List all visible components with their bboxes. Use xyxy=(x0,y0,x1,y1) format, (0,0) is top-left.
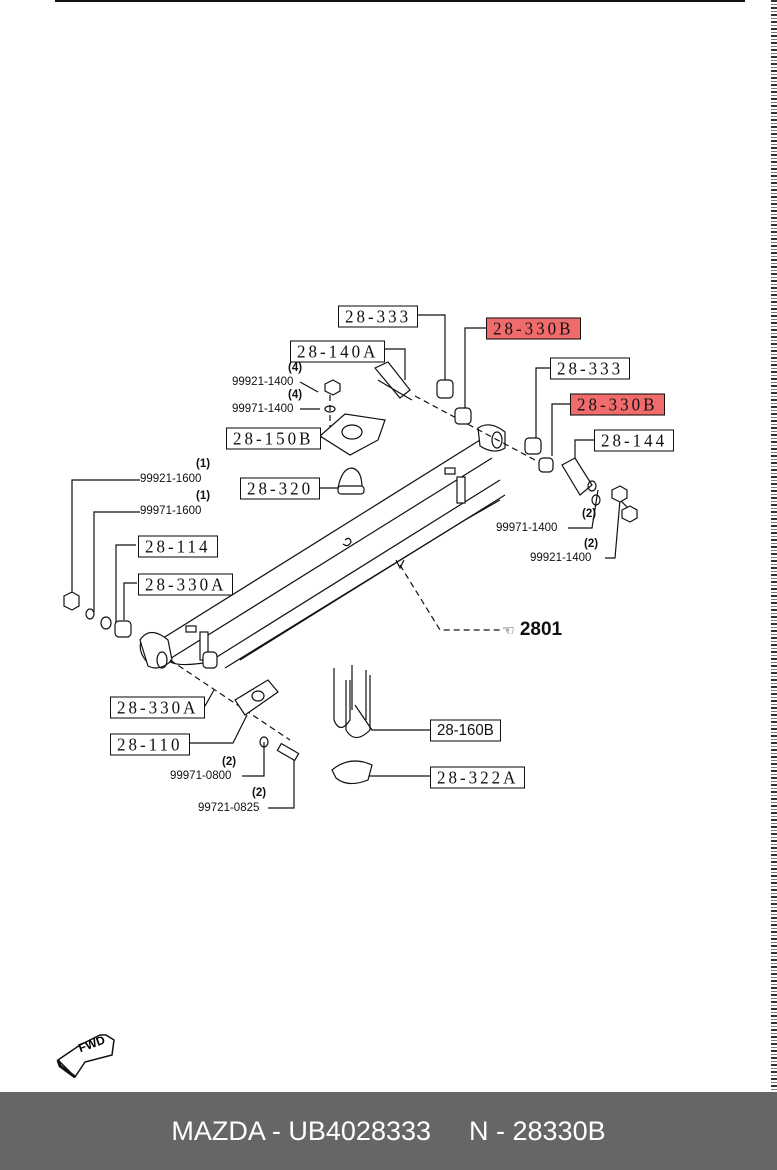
diagram-lineart xyxy=(56,314,638,1079)
hand-pointer-icon: ☜ xyxy=(502,622,515,638)
hardware-part-number[interactable]: 99971-1400 xyxy=(232,403,294,415)
callout-28-333[interactable]: 28-333 xyxy=(338,305,419,328)
leaf-spring xyxy=(139,424,506,669)
hardware-shapes xyxy=(63,361,638,785)
assembly-reference-number: 2801 xyxy=(519,619,563,640)
qty-label: (2) xyxy=(584,538,599,550)
hardware-part-number[interactable]: 99921-1600 xyxy=(140,473,202,485)
callout-28-114[interactable]: 28-114 xyxy=(138,535,218,558)
callout-28-320[interactable]: 28-320 xyxy=(240,477,321,500)
hardware-part-number[interactable]: 99921-1400 xyxy=(530,552,592,564)
page-edge xyxy=(771,0,777,1092)
callout-28-333[interactable]: 28-333 xyxy=(550,357,631,380)
callout-28-160b[interactable]: 28-160B xyxy=(430,719,501,742)
top-border-line xyxy=(55,0,745,2)
callout-28-144[interactable]: 28-144 xyxy=(594,429,675,452)
qty-label: (1) xyxy=(196,490,211,502)
callout-28-330a[interactable]: 28-330A xyxy=(138,573,234,596)
qty-label: (2) xyxy=(252,787,267,799)
fwd-arrow-icon xyxy=(56,1034,115,1079)
callout-28-110[interactable]: 28-110 xyxy=(110,733,190,756)
callout-28-140a[interactable]: 28-140A xyxy=(290,340,386,363)
leader-lines xyxy=(71,314,631,809)
qty-label: (2) xyxy=(582,508,597,520)
callout-28-150b[interactable]: 28-150B xyxy=(226,427,321,450)
qty-label: (1) xyxy=(196,458,211,470)
qty-label: (4) xyxy=(288,389,303,401)
footer-bar: MAZDA - UB4028333 N - 28330B xyxy=(0,1092,777,1170)
pointer-arrow xyxy=(395,559,405,570)
footer-oem-number: N - 28330B xyxy=(469,1115,606,1146)
callout-28-330b-highlighted[interactable]: 28-330B xyxy=(486,317,581,340)
callout-28-330b-highlighted[interactable]: 28-330B xyxy=(570,393,665,416)
callout-28-322a[interactable]: 28-322A xyxy=(430,766,526,789)
hardware-part-number[interactable]: 99971-1400 xyxy=(496,522,558,534)
hardware-part-number[interactable]: 99721-0825 xyxy=(198,802,260,814)
assembly-reference[interactable]: ☜ 2801 xyxy=(502,619,562,641)
hardware-part-number[interactable]: 99971-0800 xyxy=(170,770,232,782)
qty-label: (2) xyxy=(222,756,237,768)
hardware-part-number[interactable]: 99921-1400 xyxy=(232,376,294,388)
callout-28-330a[interactable]: 28-330A xyxy=(110,696,206,719)
parts-diagram: 28-333 28-330B 28-140A 28-333 28-330B 28… xyxy=(55,0,777,1092)
qty-label: (4) xyxy=(288,362,303,374)
footer-brand-part: MAZDA - UB4028333 xyxy=(171,1115,432,1146)
assembly-axis-lines xyxy=(169,395,551,741)
hardware-part-number[interactable]: 99971-1600 xyxy=(140,505,202,517)
